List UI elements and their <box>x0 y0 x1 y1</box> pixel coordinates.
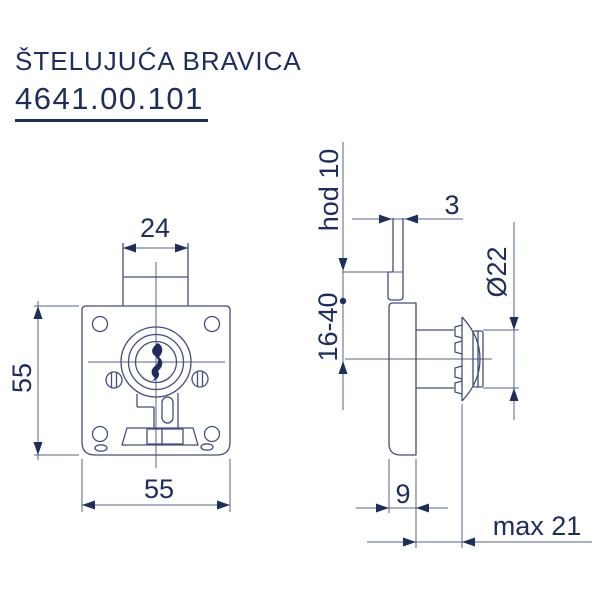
flange <box>461 316 484 402</box>
dim-plate-width-label: 55 <box>144 474 174 504</box>
side-cylinder <box>416 324 463 395</box>
dim-boss-width-label: 24 <box>140 213 170 243</box>
dim-body-depth-label: 9 <box>395 479 410 509</box>
dim-cylinder-diameter-label: Ø22 <box>482 246 512 297</box>
front-center-lines <box>88 262 225 468</box>
mounting-holes <box>91 315 221 452</box>
dim-boss-width: 24 <box>123 213 188 253</box>
dim-plate-width: 55 <box>81 459 231 512</box>
dim-plate-height: 55 <box>7 301 79 460</box>
side-screws <box>105 370 209 389</box>
title-block: ŠTELUJUĆA BRAVICA 4641.00.101 <box>15 46 302 122</box>
cam-bar <box>387 218 404 301</box>
dim-cylinder-diameter: Ø22 <box>482 222 519 420</box>
cylinder-face <box>120 326 192 398</box>
dim-mount-range-label: 16-40 <box>313 292 343 361</box>
dim-body-depth: 9 <box>356 459 448 548</box>
part-number: 4641.00.101 <box>15 81 208 122</box>
dim-plate-height-label: 55 <box>7 363 37 393</box>
dim-max-panel-thickness-label: max 21 <box>493 511 582 541</box>
dim-cam-thickness: 3 <box>352 190 463 224</box>
dim-max-panel-thickness: max 21 <box>367 404 592 548</box>
front-plate-outline <box>81 305 231 456</box>
latch-mechanism <box>121 393 199 446</box>
product-name: ŠTELUJUĆA BRAVICA <box>15 46 302 76</box>
side-view: 3 hod 10 16-40 Ø22 <box>313 142 592 548</box>
dim-stroke-and-range: hod 10 16-40 <box>313 142 403 410</box>
dim-stroke-label: hod 10 <box>314 149 344 232</box>
front-top-boss <box>122 243 189 306</box>
keyhole <box>151 343 163 381</box>
dim-cam-thickness-label: 3 <box>444 190 459 220</box>
side-body <box>388 302 417 456</box>
front-view: 24 55 55 <box>7 213 231 512</box>
